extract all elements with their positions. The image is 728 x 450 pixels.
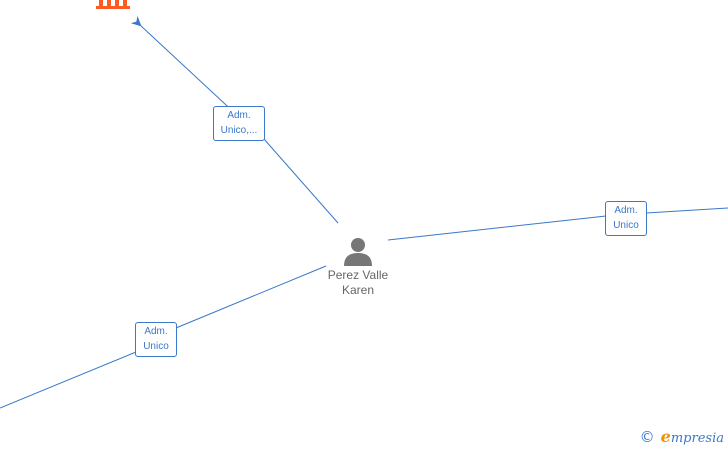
brand-logo: empresia: [661, 427, 724, 446]
edge-label-right-detail: Unico: [613, 220, 639, 231]
edge-label-company[interactable]: Adm. Unico,...: [213, 106, 265, 141]
edge-label-company-detail: Unico,...: [220, 125, 258, 136]
brand-name: mpresia: [670, 431, 724, 446]
building-icon[interactable]: [96, 0, 130, 10]
person-name-line2: Karen: [341, 283, 375, 297]
person-node[interactable]: Perez Valle Karen: [318, 236, 398, 298]
copyright-icon: ©: [639, 427, 655, 446]
edge-label-left-role: Adm.: [144, 326, 168, 337]
brand-initial: e: [660, 427, 671, 446]
person-name-line1: Perez Valle: [327, 268, 389, 282]
edge-label-company-role: Adm.: [227, 110, 251, 121]
edge-label-left-detail: Unico: [143, 341, 169, 352]
watermark: © empresia: [640, 427, 724, 446]
edge-label-right-role: Adm.: [614, 205, 638, 216]
edge-label-left[interactable]: Adm. Unico: [135, 322, 177, 357]
person-icon: [344, 238, 372, 266]
edge-line-right: [387, 207, 728, 241]
person-name: Perez Valle Karen: [318, 268, 398, 298]
edge-label-right[interactable]: Adm. Unico: [605, 201, 647, 236]
